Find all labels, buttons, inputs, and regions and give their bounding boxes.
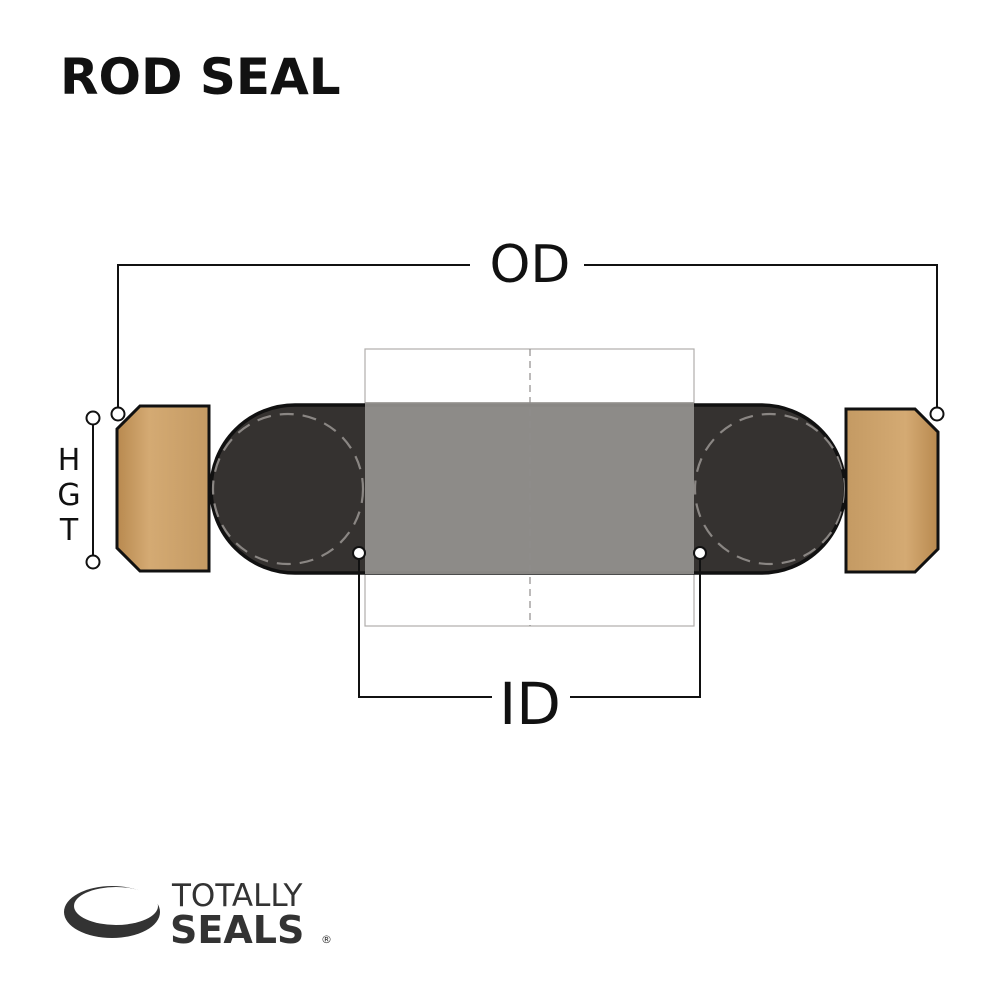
- bronze-ring-right: [844, 407, 940, 574]
- height-letter-h: H: [58, 443, 81, 478]
- id-endpoint-right: [693, 546, 707, 560]
- id-dimension: ID: [352, 546, 707, 738]
- cross-section-circle-left: [211, 412, 365, 566]
- id-label: ID: [499, 670, 561, 738]
- od-endpoint-right: [929, 406, 945, 422]
- od-label: OD: [490, 235, 571, 295]
- height-endpoint-top: [85, 410, 101, 426]
- page-title: ROD SEAL: [60, 48, 341, 106]
- seal-cross-sections: [211, 412, 845, 566]
- logo-registered-mark: ®: [321, 933, 332, 946]
- id-endpoint-left: [352, 546, 366, 560]
- height-letter-g: G: [57, 478, 80, 513]
- id-bracket-left: [358, 560, 492, 698]
- height-letter-t: T: [59, 513, 79, 548]
- height-dimension: H G T: [57, 410, 101, 570]
- logo-text-totally: TOTALLY: [171, 878, 302, 914]
- logo-ring-icon: [64, 886, 160, 938]
- bronze-ring-left: [115, 404, 211, 573]
- id-bracket-right: [570, 560, 701, 698]
- od-bracket-left: [117, 264, 470, 407]
- logo-text-seals: SEALS: [170, 908, 304, 952]
- od-dimension: OD: [110, 235, 945, 422]
- od-endpoint-left: [110, 406, 126, 422]
- height-endpoint-bottom: [85, 554, 101, 570]
- cross-section-circle-right: [693, 412, 845, 566]
- brand-logo: TOTALLY SEALS ®: [64, 878, 332, 952]
- od-bracket-right: [584, 264, 938, 407]
